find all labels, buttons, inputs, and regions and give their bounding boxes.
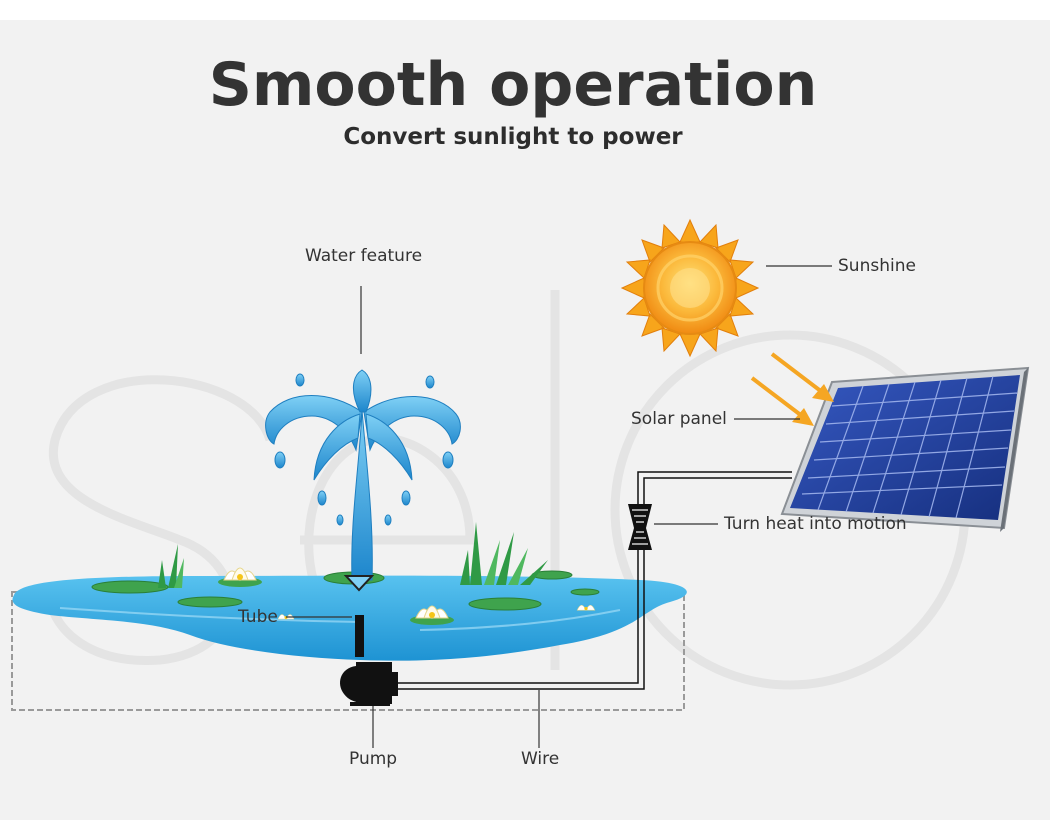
label-pump: Pump	[349, 749, 398, 769]
sun	[620, 218, 760, 358]
solar-panel	[780, 366, 1030, 532]
grass-right	[460, 522, 548, 585]
diagram-canvas: Smooth operation Convert sunlight to pow…	[0, 20, 1050, 820]
label-turn-heat-into-motion: Turn heat into motion	[724, 514, 907, 534]
page-title: Smooth operation	[208, 50, 818, 120]
wire	[398, 471, 792, 684]
label-water-feature: Water feature	[305, 246, 423, 266]
label-solar-panel: Solar panel	[631, 409, 727, 429]
grass-left	[158, 544, 184, 588]
label-sunshine: Sunshine	[838, 256, 916, 276]
page-subtitle: Convert sunlight to power	[343, 124, 683, 150]
sunlight-arrows	[750, 352, 834, 426]
converter-device	[628, 504, 652, 550]
label-tube: Tube	[238, 607, 278, 627]
label-wire: Wire	[521, 749, 560, 769]
lotus-flowers	[218, 567, 596, 625]
scene-svg	[11, 218, 1030, 748]
leader-lines	[286, 265, 832, 748]
pump	[340, 662, 398, 706]
fountain-spray	[265, 369, 461, 581]
nozzle	[343, 575, 375, 592]
pond	[12, 575, 687, 661]
tube	[355, 615, 364, 657]
